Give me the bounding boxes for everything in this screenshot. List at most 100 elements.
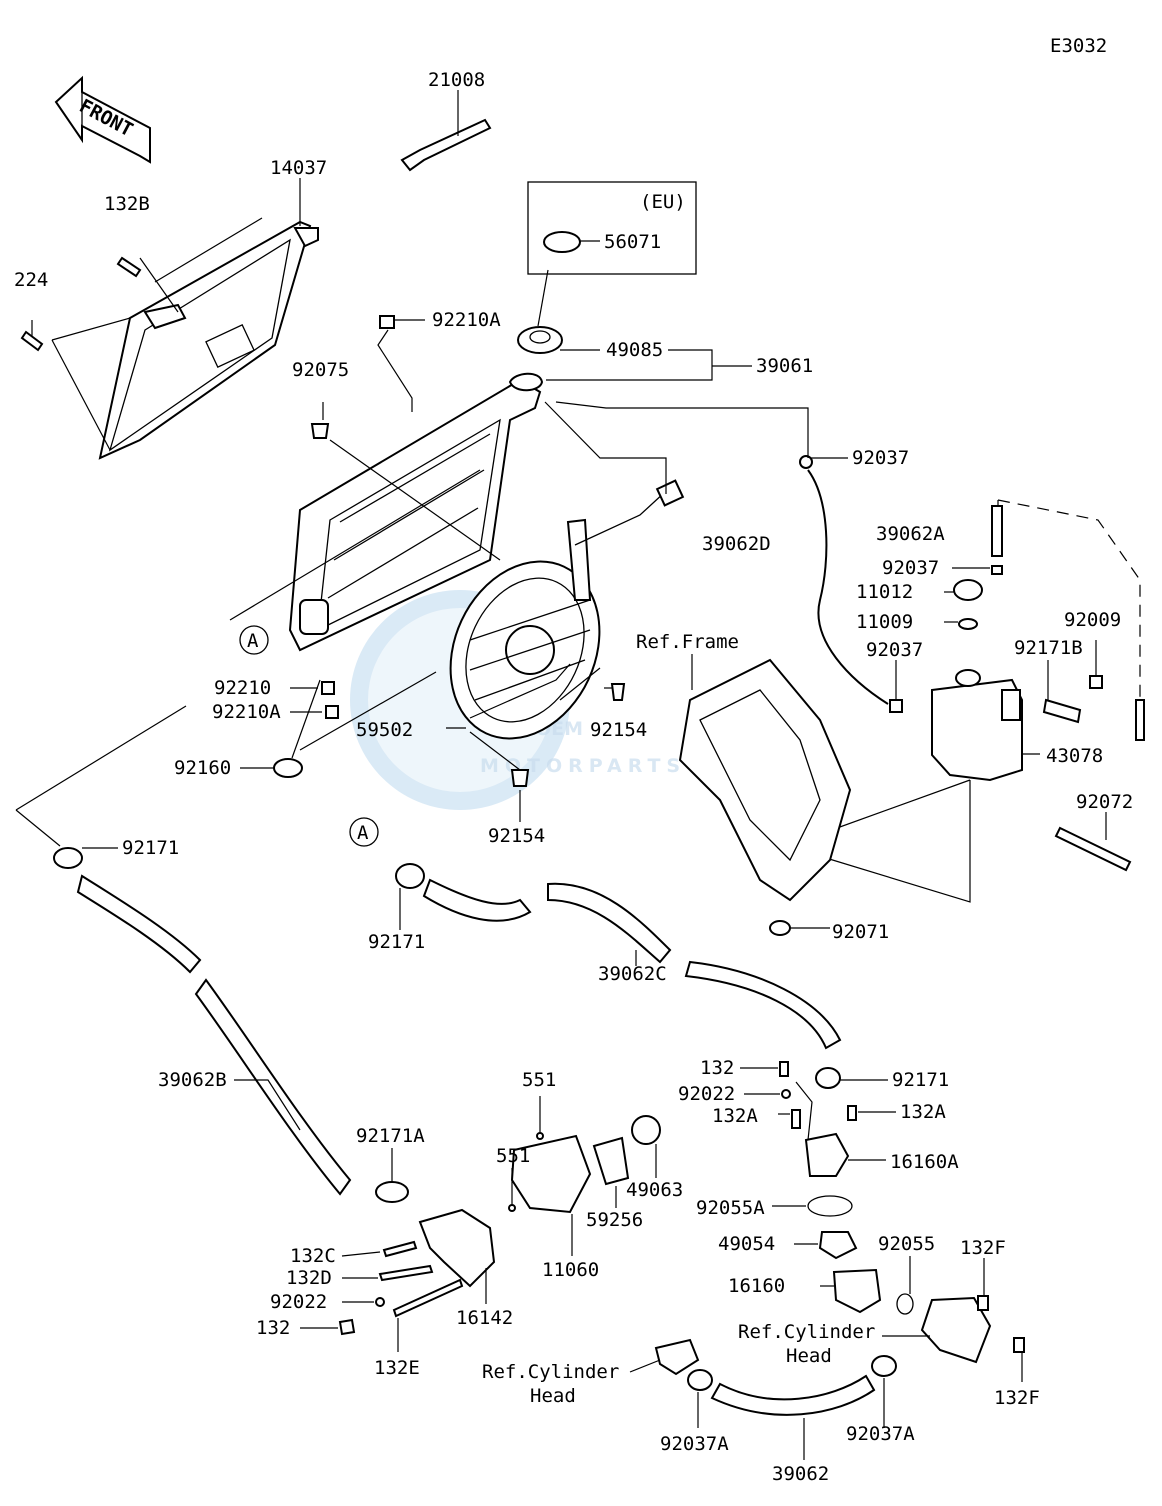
label-92210a-low: 92210A: [212, 701, 281, 723]
label-ref-frame: Ref.Frame: [636, 631, 739, 653]
part-cylinder-head-fitting-right[interactable]: [920, 1296, 992, 1364]
label-132f-bottom: 132F: [994, 1387, 1040, 1409]
label-92022-left: 92022: [270, 1291, 327, 1313]
part-132-bolt-right[interactable]: [779, 1061, 789, 1077]
part-92037a-clamp-left[interactable]: [687, 1369, 713, 1391]
part-39062a-hose[interactable]: [991, 505, 1003, 557]
part-132c-bolt[interactable]: [382, 1240, 418, 1258]
label-39061: 39061: [756, 355, 813, 377]
part-92154-bolt-b[interactable]: [510, 769, 530, 787]
part-92171a-clamp[interactable]: [375, 1181, 409, 1203]
label-16160a: 16160A: [890, 1151, 959, 1173]
part-132e-bolt[interactable]: [392, 1278, 464, 1318]
part-labels: 21008 14037 132B 224 56071 92210A 49085 …: [14, 69, 1133, 1485]
label-132-right: 132: [700, 1057, 734, 1079]
part-92071-grommet[interactable]: [769, 920, 791, 936]
part-43078-reservoir-tank[interactable]: [931, 669, 1023, 782]
part-11012-cap[interactable]: [953, 579, 983, 601]
label-59256: 59256: [586, 1209, 643, 1231]
label-92171-mid: 92171: [368, 931, 425, 953]
part-132d-bolt[interactable]: [378, 1264, 434, 1282]
part-92055-o-ring[interactable]: [896, 1293, 914, 1315]
label-92154-b: 92154: [488, 825, 545, 847]
part-92072-strap[interactable]: [1054, 826, 1132, 872]
label-ref-cyl-head-right-2: Head: [786, 1345, 832, 1367]
part-92037-clamp-low[interactable]: [889, 699, 903, 713]
part-39062a-hose-end[interactable]: [1135, 699, 1145, 741]
part-16142-water-pump-housing[interactable]: [418, 1208, 496, 1288]
part-49054-thermostat[interactable]: [818, 1231, 858, 1260]
part-132a-bolt-left[interactable]: [791, 1109, 801, 1129]
part-21008-fan-switch[interactable]: [400, 90, 492, 172]
part-132a-bolt-right[interactable]: [847, 1105, 857, 1121]
label-132f-top: 132F: [960, 1237, 1006, 1259]
part-39062c-hose-c[interactable]: [684, 960, 842, 1050]
part-92037a-clamp-right[interactable]: [871, 1355, 897, 1377]
part-39062c-hose-b[interactable]: [547, 882, 672, 964]
part-92210-clip[interactable]: [321, 681, 335, 695]
label-92022-right: 92022: [678, 1083, 735, 1105]
part-92037-clamp-top[interactable]: [799, 455, 813, 469]
part-551-pin-top[interactable]: [536, 1132, 544, 1140]
eu-box-label: (EU): [640, 191, 686, 213]
part-59256-impeller[interactable]: [592, 1136, 630, 1186]
part-radiator[interactable]: [288, 372, 544, 652]
part-16160a-housing[interactable]: [804, 1132, 850, 1177]
part-92022-washer-right[interactable]: [781, 1089, 791, 1099]
part-92075-grommet[interactable]: [310, 423, 330, 439]
part-132f-bolt-top[interactable]: [977, 1295, 989, 1311]
part-551-pin-mid[interactable]: [508, 1204, 516, 1212]
part-92154-bolt-a[interactable]: [610, 683, 626, 701]
label-92072: 92072: [1076, 791, 1133, 813]
label-14037: 14037: [270, 157, 327, 179]
part-56071-cap[interactable]: [543, 231, 581, 253]
callout-a-bottom: [349, 817, 379, 847]
part-49085-radiator-cap[interactable]: [517, 326, 563, 354]
ref-frame-shape: [678, 658, 852, 902]
part-92171-clamp-left[interactable]: [53, 847, 83, 869]
label-43078: 43078: [1046, 745, 1103, 767]
part-92210a-clip-low[interactable]: [325, 705, 339, 719]
label-132a-right: 132A: [900, 1101, 946, 1123]
part-92171-clamp-mid[interactable]: [395, 863, 425, 889]
part-92022-washer-left[interactable]: [375, 1297, 385, 1307]
label-16160: 16160: [728, 1275, 785, 1297]
label-92009: 92009: [1064, 609, 1121, 631]
label-224: 224: [14, 269, 48, 291]
label-92171-right: 92171: [892, 1069, 949, 1091]
part-cylinder-head-fitting-left[interactable]: [654, 1338, 700, 1376]
label-39062b: 39062B: [158, 1069, 227, 1091]
part-132f-bolt-bottom[interactable]: [1013, 1337, 1025, 1353]
part-132-bolt-left[interactable]: [338, 1318, 356, 1336]
label-39062d: 39062D: [702, 533, 771, 555]
part-16160-housing[interactable]: [832, 1268, 882, 1314]
part-92055a-o-ring[interactable]: [807, 1195, 853, 1217]
part-49063-seal[interactable]: [631, 1115, 661, 1145]
part-39062c-hose-a[interactable]: [422, 878, 532, 922]
label-92037-low: 92037: [866, 639, 923, 661]
watermark-sub: MOTORPARTS: [480, 755, 686, 777]
part-11009-gasket[interactable]: [958, 618, 978, 630]
part-92171b-band[interactable]: [1042, 698, 1082, 724]
label-92055: 92055: [878, 1233, 935, 1255]
label-39062a: 39062A: [876, 523, 945, 545]
label-132a-left: 132A: [712, 1105, 758, 1127]
part-92210a-clip-top[interactable]: [379, 315, 395, 329]
part-39062b-hose-upper[interactable]: [76, 874, 202, 974]
part-132b-bolt[interactable]: [116, 256, 142, 278]
label-59502: 59502: [356, 719, 413, 741]
part-39062d-hose[interactable]: [807, 469, 889, 705]
part-92009-screw[interactable]: [1089, 675, 1103, 689]
label-ref-cyl-head-left-1: Ref.Cylinder: [482, 1361, 619, 1383]
part-224-bolt[interactable]: [20, 330, 44, 352]
part-92171-clamp-right[interactable]: [815, 1067, 841, 1089]
part-92160-grommet[interactable]: [273, 758, 303, 778]
part-59502-fan-assembly[interactable]: [423, 479, 685, 763]
part-92037-clamp-mid[interactable]: [991, 565, 1003, 575]
label-11009: 11009: [856, 611, 913, 633]
label-132c: 132C: [290, 1245, 336, 1267]
part-14037-radiator-guard[interactable]: [98, 220, 319, 460]
part-39062-hose[interactable]: [710, 1374, 876, 1416]
